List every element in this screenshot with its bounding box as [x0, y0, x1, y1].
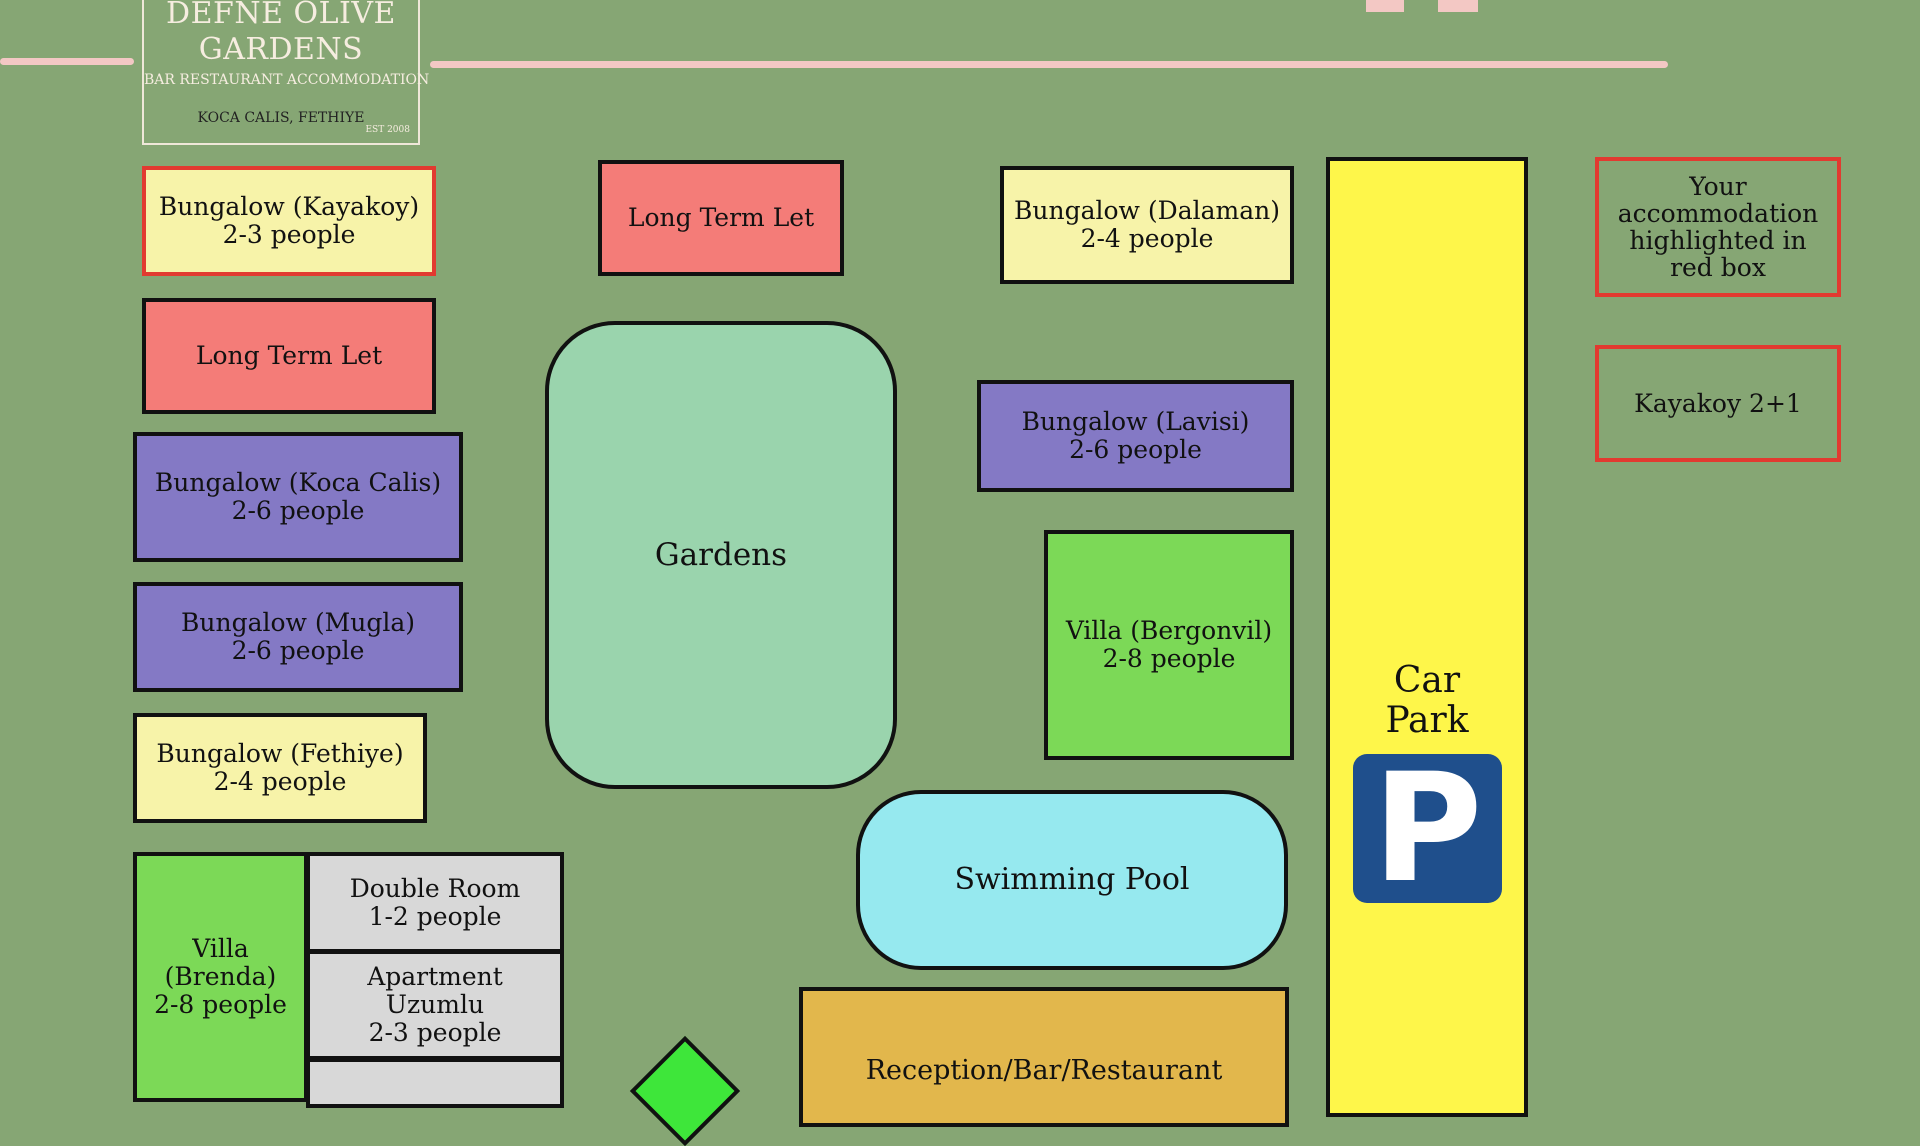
- unit-capacity: 2-3 people: [222, 220, 356, 249]
- header-line-left: [0, 58, 134, 65]
- unit-bungalow-kayakoy: Bungalow (Kayakoy) 2-3 people: [142, 166, 436, 276]
- unit-capacity: 1-2 people: [368, 901, 502, 931]
- resort-logo: DEFNE OLIVE GARDENS BAR RESTAURANT ACCOM…: [142, 0, 430, 145]
- unit-capacity: 2-8 people: [154, 990, 287, 1019]
- unit-name: Bungalow (Dalaman): [1014, 196, 1280, 225]
- unit-name: Bungalow (Mugla): [181, 608, 415, 637]
- unit-bungalow-dalaman: Bungalow (Dalaman) 2-4 people: [1000, 166, 1294, 284]
- area-name: Reception/Bar/Restaurant: [865, 1055, 1223, 1086]
- unit-name: Double Room: [349, 873, 521, 903]
- header-pink-mark: [1366, 0, 1404, 12]
- area-swimming-pool: Swimming Pool: [856, 790, 1288, 970]
- unit-name: Apartment: [367, 962, 503, 991]
- unit-name: Bungalow (Kayakoy): [158, 192, 420, 221]
- unit-capacity: 2-4 people: [1080, 224, 1214, 253]
- unit-name-line2: Uzumlu: [385, 990, 485, 1019]
- area-gardens: Gardens: [545, 321, 897, 789]
- unit-villa-bergonvil: Villa (Bergonvil) 2-8 people: [1044, 530, 1294, 760]
- unit-name: Long Term Let: [195, 341, 383, 370]
- area-reception-bar-restaurant: Reception/Bar/Restaurant: [799, 987, 1289, 1127]
- header-pink-mark: [1438, 0, 1478, 12]
- logo-established: EST 2008: [365, 125, 410, 135]
- entrance-marker: [629, 1035, 741, 1146]
- unit-name: Long Term Let: [627, 203, 815, 232]
- unit-partial-grey: [306, 1058, 564, 1108]
- unit-bungalow-lavisi: Bungalow (Lavisi) 2-6 people: [977, 380, 1294, 492]
- logo-name-line1: DEFNE OLIVE: [166, 0, 396, 31]
- unit-capacity: 2-6 people: [231, 636, 365, 665]
- unit-name: Bungalow (Lavisi): [1021, 407, 1250, 436]
- unit-capacity: 2-6 people: [231, 496, 365, 525]
- unit-capacity: 2-4 people: [213, 767, 347, 796]
- area-name: Gardens: [654, 537, 788, 573]
- unit-capacity: 2-8 people: [1102, 644, 1236, 673]
- car-park-label-line1: Car: [1393, 660, 1461, 701]
- unit-long-term-let-top: Long Term Let: [598, 160, 844, 276]
- logo-location: KOCA CALIS, FETHIYE: [197, 110, 365, 126]
- legend-note: Your accommodation highlighted in red bo…: [1595, 157, 1841, 297]
- logo-tagline: BAR RESTAURANT ACCOMMODATION: [144, 72, 430, 88]
- legend-note-text: Your accommodation highlighted in red bo…: [1617, 172, 1819, 282]
- unit-bungalow-mugla: Bungalow (Mugla) 2-6 people: [133, 582, 463, 692]
- area-car-park: Car Park: [1326, 157, 1528, 1117]
- unit-apartment-uzumlu: Apartment Uzumlu 2-3 people: [306, 950, 564, 1060]
- parking-sign-letter: P: [1372, 741, 1483, 916]
- legend-selected-text: Kayakoy 2+1: [1634, 388, 1802, 418]
- logo-name-line2: GARDENS: [198, 32, 364, 67]
- unit-name: Bungalow (Koca Calis): [154, 468, 442, 497]
- unit-capacity: 2-6 people: [1069, 435, 1202, 464]
- unit-name: Villa (Brenda): [164, 934, 277, 991]
- unit-double-room: Double Room 1-2 people: [306, 852, 564, 953]
- car-park-label-line2: Park: [1385, 700, 1469, 741]
- parking-sign-icon: P: [1353, 741, 1502, 916]
- unit-capacity: 2-3 people: [368, 1018, 502, 1047]
- unit-villa-brenda: Villa (Brenda) 2-8 people: [133, 852, 308, 1102]
- unit-bungalow-koca-calis: Bungalow (Koca Calis) 2-6 people: [133, 432, 463, 562]
- unit-long-term-let-left: Long Term Let: [142, 298, 436, 414]
- unit-name: Bungalow (Fethiye): [156, 739, 404, 768]
- area-name: Swimming Pool: [954, 862, 1190, 897]
- unit-name: Villa (Bergonvil): [1065, 616, 1273, 645]
- unit-bungalow-fethiye: Bungalow (Fethiye) 2-4 people: [133, 713, 427, 823]
- header-line-right: [430, 61, 1668, 68]
- legend-selected-unit: Kayakoy 2+1: [1595, 345, 1841, 462]
